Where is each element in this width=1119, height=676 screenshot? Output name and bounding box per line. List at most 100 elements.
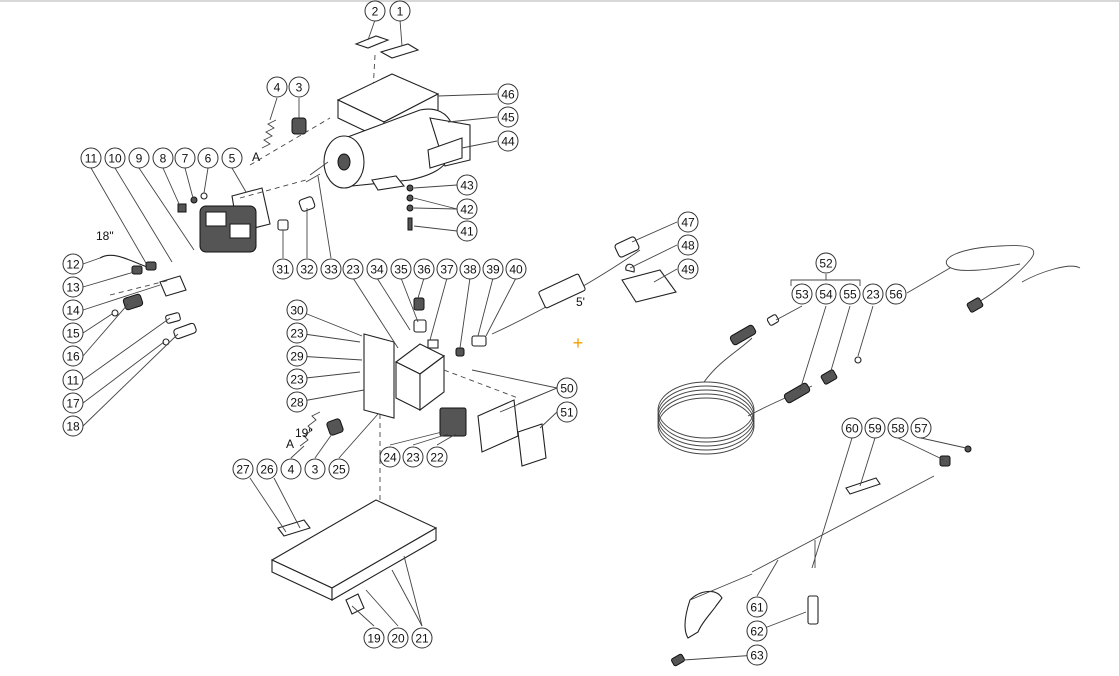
callout-circle: [342, 258, 364, 280]
callout-circle: [746, 644, 768, 666]
callout-circle: [497, 83, 519, 105]
callout-circle: [197, 147, 219, 169]
callout-number: 20: [391, 632, 405, 646]
callout-b4-bot: 4: [280, 458, 302, 480]
bolt-43: [406, 184, 414, 192]
callout-b22: 22: [426, 446, 448, 468]
callout-number: 53: [795, 288, 809, 302]
callout-number: 32: [300, 263, 314, 277]
callout-number: 19: [367, 632, 381, 646]
callout-b13: 13: [62, 276, 84, 298]
callout-circle: [885, 283, 907, 305]
callout-number: 56: [889, 288, 903, 302]
callout-number: 54: [819, 288, 833, 302]
callout-number: 57: [914, 422, 928, 436]
callout-b5: 5: [221, 147, 243, 169]
callout-circle: [328, 458, 350, 480]
callout-b27: 27: [232, 458, 254, 480]
callout-number: 38: [463, 263, 477, 277]
callout-number: 31: [276, 263, 290, 277]
callout-number: 7: [182, 152, 189, 166]
callout-circle: [456, 220, 478, 242]
callout-b61: 61: [746, 596, 768, 618]
callout-number: 60: [845, 422, 859, 436]
callout-circle: [841, 417, 863, 439]
callout-number: 23: [346, 263, 360, 277]
callout-circle: [286, 345, 308, 367]
callout-circle: [221, 147, 243, 169]
callout-number: 40: [509, 263, 523, 277]
callout-number: 9: [136, 152, 143, 166]
unloader-spring-top: [249, 97, 331, 166]
callout-b4-top: 4: [266, 76, 288, 98]
callout-b1-top: 1: [389, 0, 411, 22]
callout-circle: [456, 174, 478, 196]
callout-b56: 56: [885, 283, 907, 305]
callout-circle: [456, 198, 478, 220]
callout-b42: 42: [456, 198, 478, 220]
power-cord: [491, 221, 678, 335]
callout-b36: 36: [413, 258, 435, 280]
callout-b12: 12: [62, 253, 84, 275]
callout-number: 10: [108, 152, 122, 166]
callout-circle: [746, 620, 768, 642]
callout-b45: 45: [497, 106, 519, 128]
callout-b51: 51: [556, 401, 578, 423]
callout-circle: [266, 76, 288, 98]
callout-number: 44: [501, 135, 515, 149]
callout-b34: 34: [366, 258, 388, 280]
callout-number: 8: [160, 152, 167, 166]
callout-circle: [256, 458, 278, 480]
callout-number: 42: [460, 203, 474, 217]
callout-circle: [497, 106, 519, 128]
switch-36: [413, 297, 425, 311]
callout-b33: 33: [320, 258, 342, 280]
electrical-box: [296, 277, 558, 467]
label-59: [845, 477, 881, 495]
callout-b57: 57: [910, 417, 932, 439]
callout-circle: [556, 377, 578, 399]
callout-number: 26: [260, 463, 274, 477]
callout-b23-e: 23: [402, 446, 424, 468]
callout-number: 22: [430, 451, 444, 465]
callout-b24: 24: [379, 446, 401, 468]
callout-circle: [280, 458, 302, 480]
callout-b19: 19: [363, 627, 385, 649]
callout-number: 12: [66, 258, 80, 272]
callout-circle: [864, 417, 886, 439]
motor-plate-44: [427, 137, 463, 169]
callout-circle: [62, 392, 84, 414]
callout-number: 52: [819, 257, 833, 271]
callout-circle: [862, 283, 884, 305]
callout-number: 63: [750, 649, 764, 663]
callout-b63: 63: [746, 644, 768, 666]
cord-hook: [625, 263, 635, 273]
bolt-8: [177, 203, 187, 213]
callout-number: 15: [66, 327, 80, 341]
callout-number: 47: [681, 216, 695, 230]
callout-circle: [677, 234, 699, 256]
callout-number: 62: [750, 625, 764, 639]
callout-b3-top: 3: [288, 76, 310, 98]
callout-b21: 21: [411, 627, 433, 649]
callout-circle: [791, 283, 813, 305]
bolt-41: [407, 217, 413, 231]
extension-62: [807, 595, 819, 625]
callout-circle: [910, 417, 932, 439]
washer-7: [190, 196, 198, 204]
callout-b62: 62: [746, 620, 768, 642]
callout-b31: 31: [272, 258, 294, 280]
callout-b48: 48: [677, 234, 699, 256]
callout-number: 25: [332, 463, 346, 477]
callout-number: 4: [274, 81, 281, 95]
label-plate-1: [379, 43, 420, 59]
mark-a-bottom: A: [286, 437, 294, 451]
callout-number: 37: [440, 263, 454, 277]
callout-b43: 43: [456, 174, 478, 196]
callout-b7: 7: [174, 147, 196, 169]
callout-circle: [272, 258, 294, 280]
callout-number: 39: [486, 263, 500, 277]
callout-b9: 9: [128, 147, 150, 169]
inlet-hose-56: [906, 245, 1081, 313]
